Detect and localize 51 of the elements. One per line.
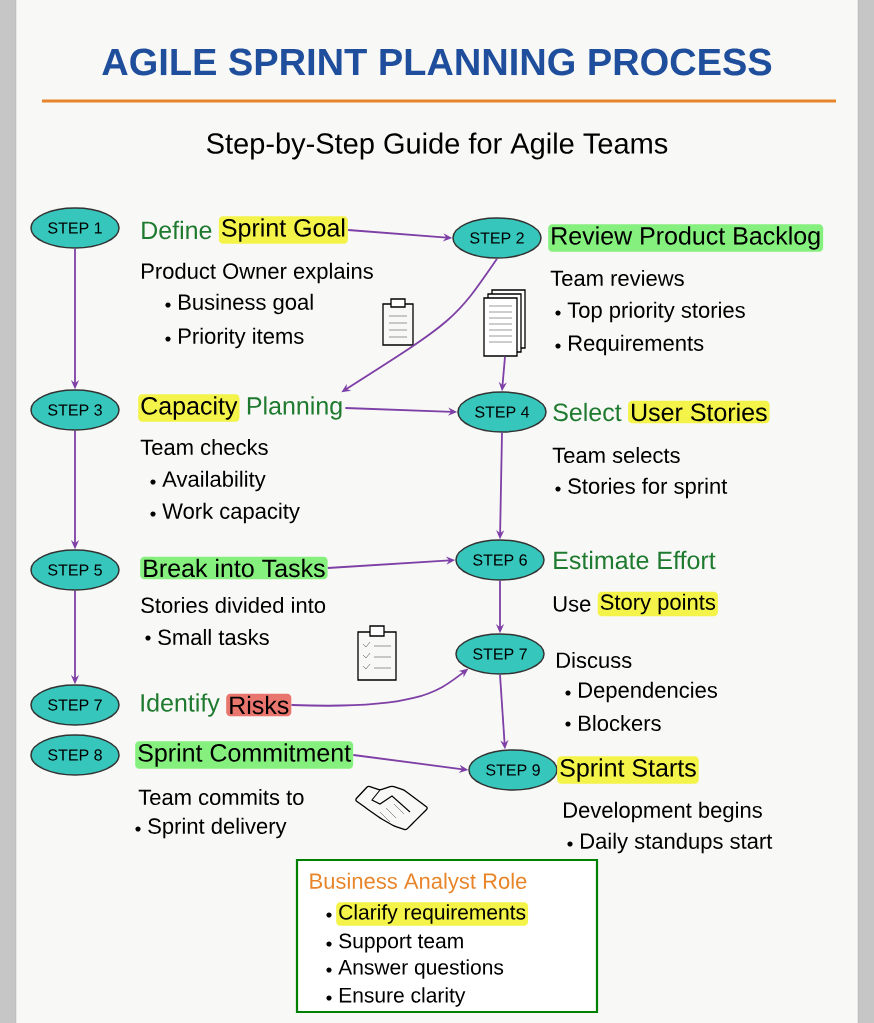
- bullet-item: Stories for sprint: [555, 477, 728, 499]
- step-heading: Define: [142, 220, 212, 240]
- description-text: Stories divided into: [141, 596, 326, 614]
- step-oval: STEP 7: [30, 684, 120, 726]
- bullet-item: Answer questions: [326, 959, 504, 979]
- description-text: Team selects: [552, 446, 680, 464]
- description-text: Team reviews: [550, 269, 684, 287]
- step-heading: Select: [553, 402, 622, 422]
- step-oval: STEP 8: [30, 734, 120, 776]
- bullet-item: Blockers: [565, 714, 661, 732]
- step-oval: STEP 2: [452, 217, 542, 259]
- description-text: Product Owner explains: [142, 262, 373, 284]
- highlighted-heading: Review Product Backlog: [548, 224, 824, 252]
- highlighted-text: Story points: [597, 591, 718, 617]
- description-text: Development begins: [564, 801, 762, 823]
- step-heading: Planning: [247, 396, 342, 420]
- bullet-item: Top priority stories: [555, 301, 745, 323]
- bullet-item: Availability: [150, 470, 266, 492]
- step-heading: Identify: [141, 693, 220, 717]
- step-heading: Estimate Effort: [554, 550, 716, 570]
- bullet-item: Priority items: [165, 327, 304, 349]
- subtitle: Step-by-Step Guide for Agile Teams: [207, 132, 668, 160]
- highlighted-heading: Sprint Commitment: [135, 741, 354, 769]
- step-oval: STEP 1: [30, 207, 120, 249]
- step-oval: STEP 7: [455, 633, 545, 675]
- step-oval: STEP 5: [30, 549, 120, 591]
- title: AGILE SPRINT PLANNING PROCESS: [102, 48, 772, 76]
- bullet-item: Ensure clarity: [326, 987, 466, 1007]
- highlighted-heading: Sprint Starts: [557, 756, 699, 784]
- description-text: Team checks: [140, 438, 268, 456]
- bullet-item: Sprint delivery: [135, 817, 287, 839]
- description-text: Discuss: [557, 651, 632, 669]
- bullet-item: Work capacity: [150, 502, 300, 524]
- bullet-item: Clarify requirements: [326, 902, 529, 926]
- bullet-item: Requirements: [555, 334, 704, 356]
- highlighted-heading: User Stories: [628, 400, 770, 424]
- bullet-item: Small tasks: [145, 628, 269, 646]
- description-text: Use: [553, 596, 591, 612]
- bullet-item: Daily standups start: [567, 832, 773, 854]
- highlighted-heading: Risks: [226, 693, 292, 717]
- step-oval: STEP 6: [455, 539, 545, 581]
- step-oval: STEP 3: [30, 389, 120, 431]
- highlighted-heading: Sprint Goal: [218, 216, 348, 244]
- bullet-item: Support team: [326, 933, 463, 953]
- highlighted-heading: Capacity: [138, 394, 240, 422]
- step-oval: STEP 9: [468, 749, 558, 791]
- highlighted-heading: Break into Tasks: [140, 556, 328, 580]
- step-oval: STEP 4: [457, 391, 547, 433]
- description-text: Team commits to: [138, 788, 304, 806]
- bullet-item: Dependencies: [565, 681, 717, 703]
- bullet-item: Business goal: [165, 293, 313, 315]
